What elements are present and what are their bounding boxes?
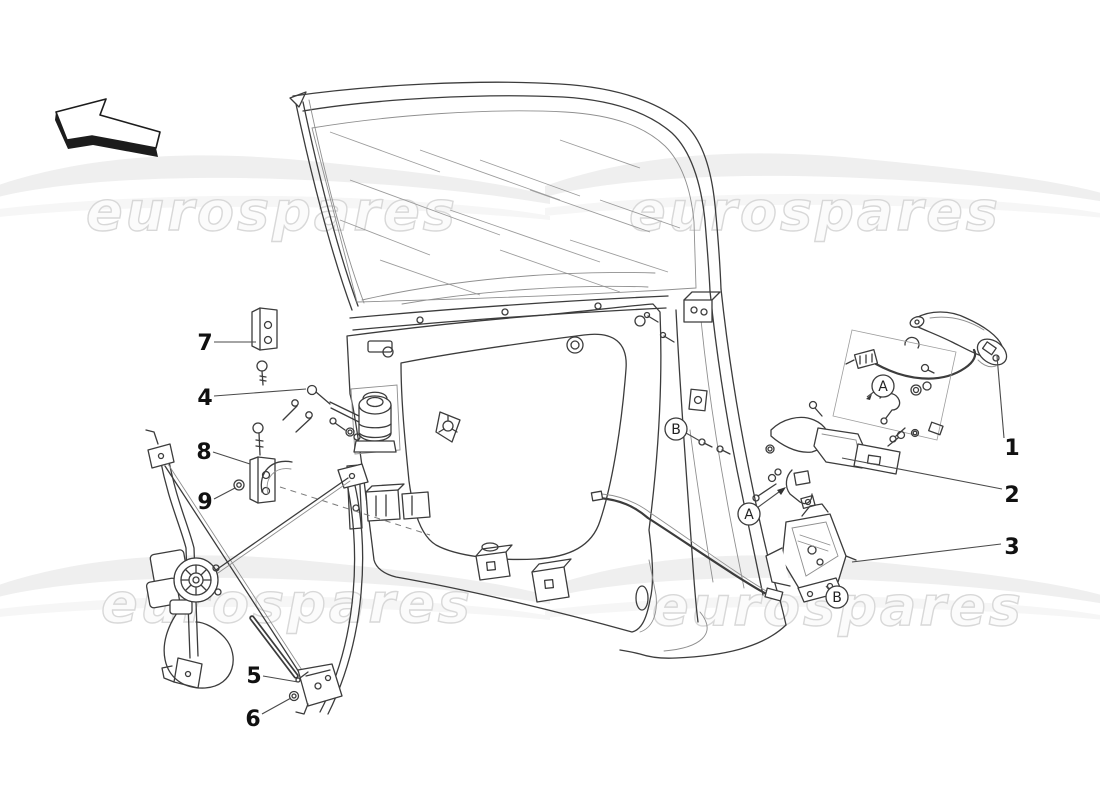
callout-9: 9 [197,490,212,515]
phantom-install-outline [832,329,957,441]
callout-numbers: 1 2 3 4 5 6 7 8 9 [196,331,1019,732]
callout-4: 4 [197,386,212,411]
exterior-handle-cable [874,348,977,380]
regulator-nut [288,690,300,702]
letter-callout-A2: A [744,507,754,523]
swoosh-bottom-left [0,555,550,620]
letter-callout-B1: B [671,422,681,438]
letter-callouts: A A B B [664,374,895,609]
window-regulator [145,429,369,715]
watermark-top-left: eurospares [86,180,458,243]
letter-callout-A1: A [878,379,888,395]
regulator-cable-loop [163,601,234,689]
callout-7: 7 [197,331,212,356]
watermark-top-right: eurospares [629,180,1001,243]
exterior-door-handle [832,311,1008,443]
door-window-frame [289,81,722,311]
upper-hinge [251,307,278,351]
callout-1: 1 [1004,436,1019,461]
regulator-lower-bracket [288,663,343,715]
callout-8: 8 [196,440,211,465]
door-check-strap [282,384,461,530]
callout-leaders [212,341,1005,715]
alignment-dashed-line [279,486,431,536]
c-clip [904,336,920,349]
callout-2: 2 [1004,483,1019,508]
check-strap-pivot [306,384,318,396]
window-glass [311,110,697,305]
hinge-nut [233,479,245,491]
callout-6: 6 [245,707,260,732]
door-outer-shell [619,288,787,659]
lock-release-cable [590,490,784,602]
upper-hinge-bolt [256,360,268,386]
door-lock [765,503,857,603]
swoosh-top-right [545,153,1100,218]
swoosh-top-left [0,155,550,220]
direction-arrow-icon [55,98,161,157]
callout-3: 3 [1004,535,1019,560]
interior-door-handle [752,400,906,510]
letter-callout-B2: B [832,590,842,606]
swoosh-bottom-right [545,555,1100,620]
regulator-motor [145,549,222,615]
callout-5: 5 [246,664,261,689]
lower-hinge [249,422,276,504]
inner-door-panel [346,303,662,633]
